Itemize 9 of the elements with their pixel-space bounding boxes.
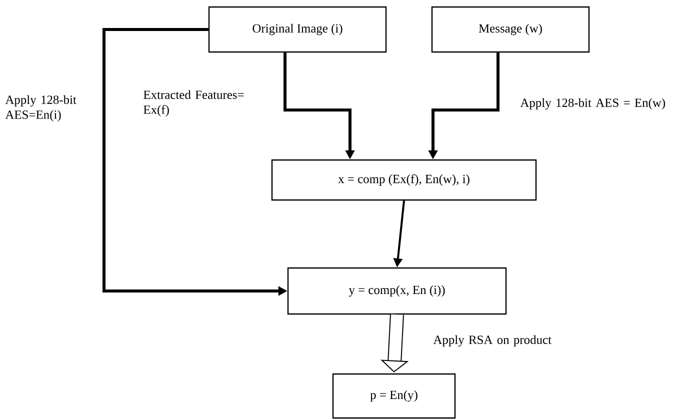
edge-label: Apply 128-bit AES=En(i) [5,95,76,122]
process-box: y = comp(x, En (i)) [287,267,507,315]
edge-label: Apply RSA on product [433,335,552,347]
process-box: Original Image (i) [208,6,387,53]
edge-label: Extracted Features= Ex(f) [144,90,244,116]
process-box: Message (w) [431,6,590,53]
process-box: p = En(y) [332,373,456,419]
process-box: x = comp (Ex(f), En(w), i) [271,159,537,201]
edge-label: Apply 128-bit AES = En(w) [520,98,666,110]
